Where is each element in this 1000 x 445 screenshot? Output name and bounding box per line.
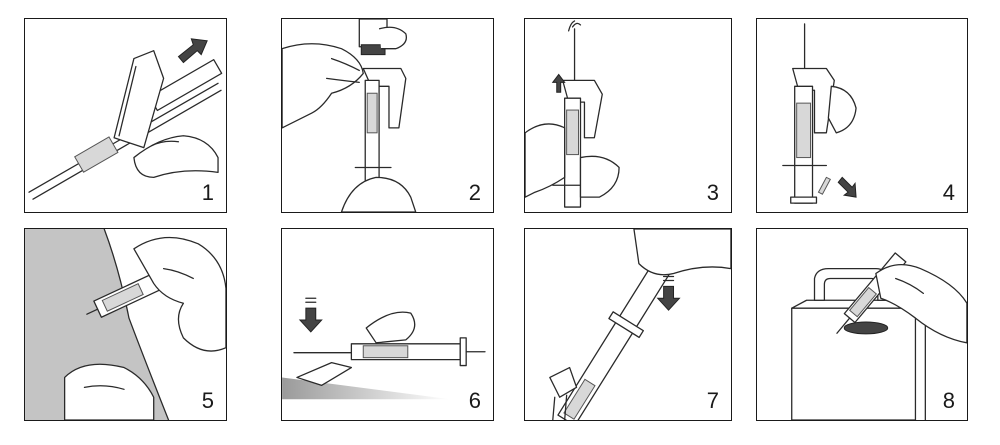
step-7-panel: 7: [524, 228, 732, 421]
step-number: 5: [201, 388, 214, 413]
step-5-panel: 5: [24, 228, 227, 421]
step-number: 4: [942, 180, 955, 205]
step-2-illustration: [282, 19, 417, 212]
step-3-panel: 3: [524, 18, 732, 213]
step-number: 1: [201, 180, 214, 205]
step-6-illustration: [282, 297, 486, 400]
step-6-panel: 6: [281, 228, 494, 421]
step-4-illustration: [782, 23, 857, 204]
step-8-panel: 8: [756, 228, 968, 421]
step-number: 2: [468, 180, 481, 205]
step-1-illustration: [28, 38, 223, 200]
step-7-illustration: [549, 229, 731, 420]
step-number: 7: [706, 388, 719, 413]
step-number: 3: [706, 180, 719, 205]
step-1-panel: 1: [24, 18, 227, 213]
step-4-panel: 4: [756, 18, 968, 213]
step-8-illustration: [791, 252, 967, 420]
step-number: 8: [942, 388, 955, 413]
step-5-illustration: [25, 229, 226, 420]
step-number: 6: [468, 388, 481, 413]
step-2-panel: 2: [281, 18, 494, 213]
step-3-illustration: [525, 20, 620, 208]
